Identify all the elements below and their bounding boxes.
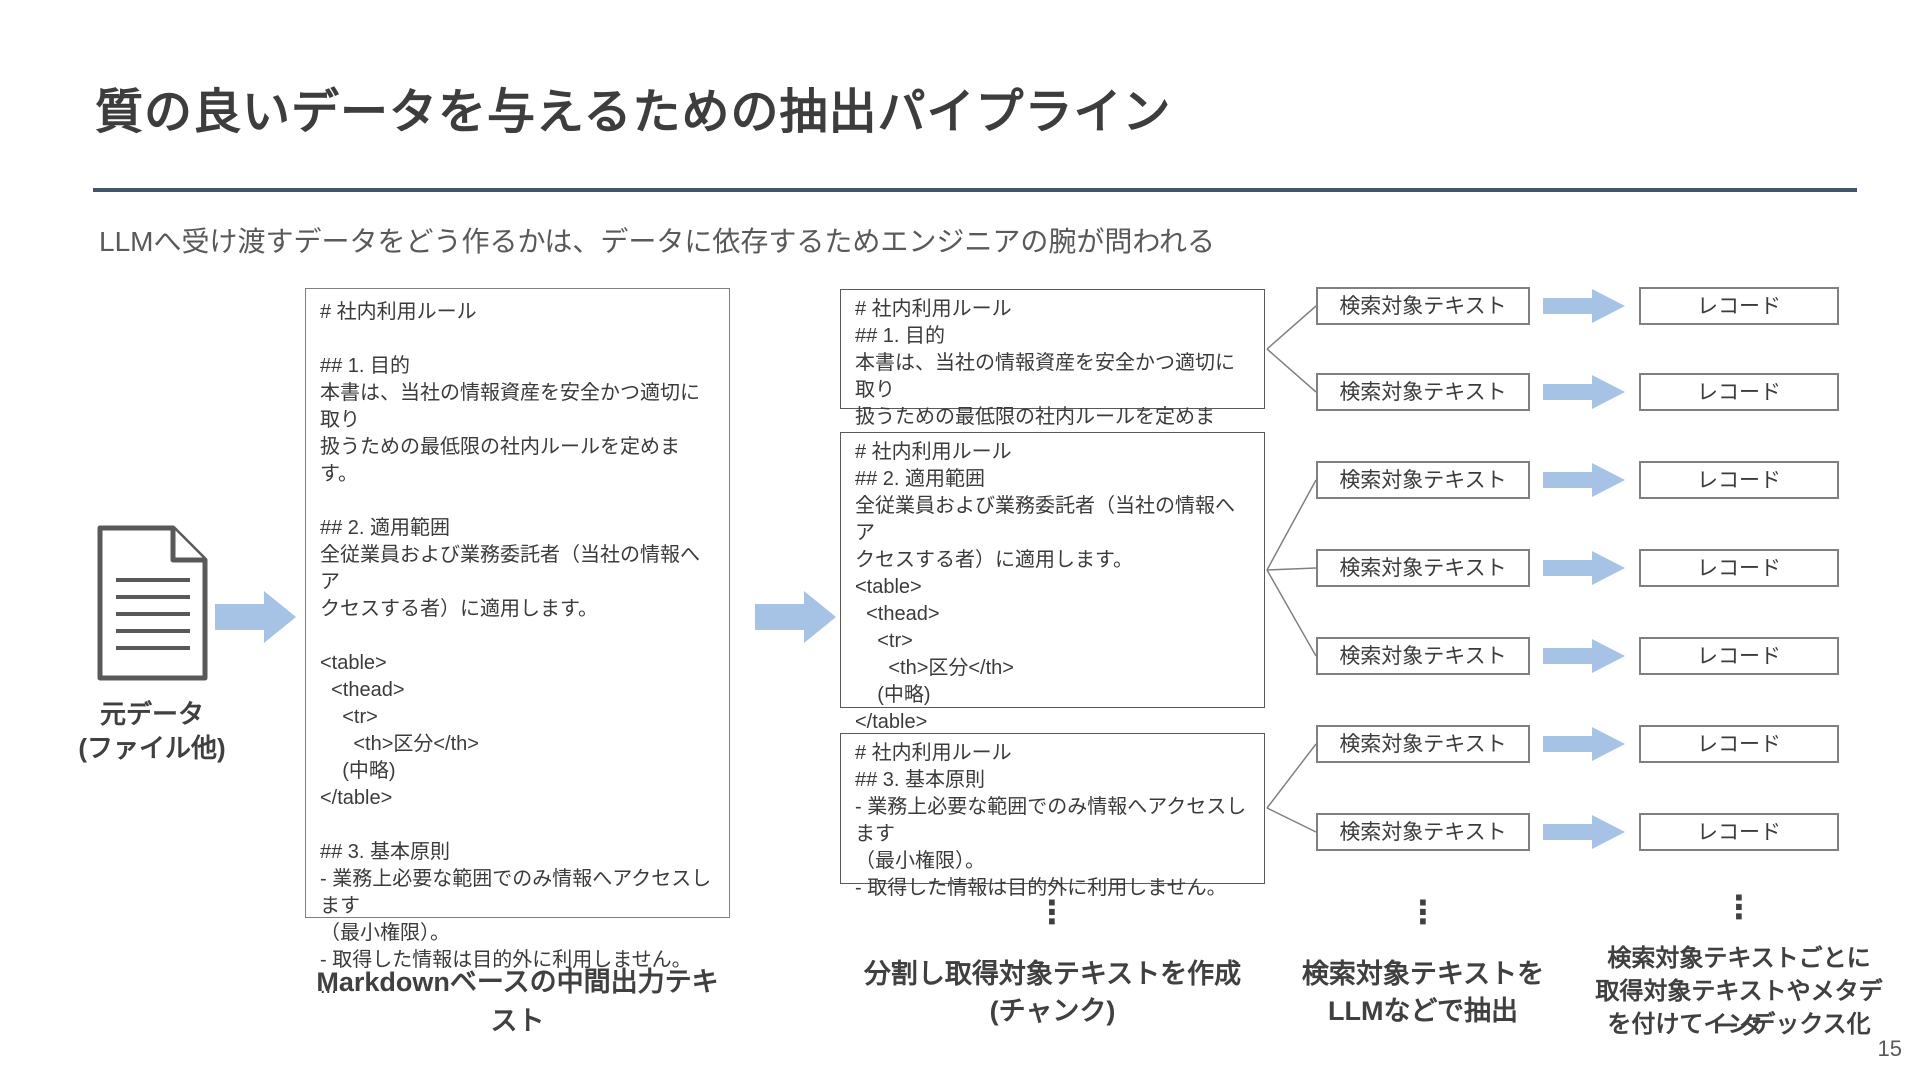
record-caption-line2: 取得対象テキストやメタデータ [1595,978,1883,1040]
record-box-7: レコード [1639,813,1839,851]
arrow-markdown-to-chunks-icon [755,591,836,643]
chunk-ellipsis: ⋮ [1036,894,1068,930]
record-box-2: レコード [1639,373,1839,411]
page-number: 15 [1877,1036,1902,1061]
search-text-box-5: 検索対象テキスト [1316,637,1530,675]
search-caption-line1: 検索対象テキストを [1301,959,1545,989]
chunk-box-2: # 社内利用ルール ## 2. 適用範囲 全従業員および業務委託者（当社の情報へ… [840,432,1265,733]
markdown-output-caption: Markdownベースの中間出力テキスト [316,967,719,1036]
source-data-label-line1: 元データ [99,699,204,729]
arrow-search4-record4-icon [1543,551,1625,585]
record-box-5: レコード [1639,637,1839,675]
search-caption-line2: LLMなどで抽出 [1328,996,1518,1026]
page-title: 質の良いデータを与えるための抽出パイプライン [95,86,1172,139]
arrow-search3-record3-icon [1543,463,1625,497]
record-box-6: レコード [1639,725,1839,763]
connector-chunk3-search6 [1266,743,1317,809]
record-box-1: レコード [1639,287,1839,325]
chunk-caption-line1: 分割し取得対象テキストを作成 [863,959,1242,989]
arrow-search7-record7-icon [1543,815,1625,849]
connector-chunk2-search4 [1266,567,1317,571]
chunk-box-1: # 社内利用ルール ## 1. 目的 本書は、当社の情報資産を安全かつ適切に取り… [840,289,1265,455]
connector-chunk2-search5 [1266,569,1317,657]
search-text-box-6: 検索対象テキスト [1316,725,1530,763]
search-text-box-2: 検索対象テキスト [1316,373,1530,411]
slide-subtitle: LLMへ受け渡すデータをどう作るかは、データに依存するためエンジニアの腕が問われ… [99,226,1215,257]
search-text-box-1: 検索対象テキスト [1316,287,1530,325]
title-divider [93,188,1857,192]
record-caption-line3: を付けてインデックス化 [1607,1011,1871,1038]
search-text-box-7: 検索対象テキスト [1316,813,1530,851]
record-box-4: レコード [1639,549,1839,587]
chunk-caption-line2: (チャンク) [989,996,1116,1026]
search-text-box-4: 検索対象テキスト [1316,549,1530,587]
arrow-source-to-markdown-icon [215,591,296,643]
arrow-search5-record5-icon [1543,639,1625,673]
record-ellipsis: ⋮ [1723,889,1755,925]
arrow-search6-record6-icon [1543,727,1625,761]
arrow-search2-record2-icon [1543,375,1625,409]
search-text-box-3: 検索対象テキスト [1316,461,1530,499]
connector-chunk1-search1 [1266,305,1317,350]
arrow-search1-record1-icon [1543,289,1625,323]
markdown-output-box: # 社内利用ルール ## 1. 目的 本書は、当社の情報資産を安全かつ適切に取り… [305,288,730,998]
record-caption-line1: 検索対象テキストごとに [1607,945,1871,972]
document-icon [97,525,208,681]
connector-chunk2-search3 [1266,479,1317,571]
connector-chunk3-search7 [1266,807,1317,833]
connector-chunk1-search2 [1266,348,1317,393]
source-data-label-line2: (ファイル他) [78,733,226,763]
chunk-box-3: # 社内利用ルール ## 3. 基本原則 - 業務上必要な範囲でのみ情報へアクセ… [840,733,1265,899]
record-box-3: レコード [1639,461,1839,499]
search-text-ellipsis: ⋮ [1407,894,1439,930]
